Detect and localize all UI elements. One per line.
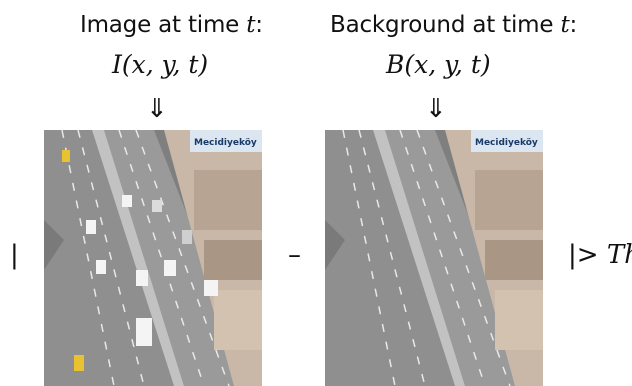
car-marker bbox=[152, 200, 162, 212]
traffic-image-frame: Mecidiyeköy bbox=[44, 130, 262, 386]
image-caption-label: Image at time bbox=[80, 12, 247, 38]
car-marker bbox=[74, 355, 84, 371]
background-scene: Mecidiyeköy bbox=[325, 130, 543, 386]
abs-close-threshold: |> Th bbox=[568, 240, 632, 270]
background-caption-label: Background at time bbox=[330, 12, 561, 38]
scene-location-label: Mecidiyeköy bbox=[194, 138, 257, 148]
car-marker bbox=[182, 230, 192, 244]
image-caption-var: t bbox=[246, 12, 256, 38]
minus-sign: – bbox=[288, 240, 301, 270]
background-caption-colon: : bbox=[569, 12, 578, 38]
car-marker bbox=[86, 220, 96, 234]
car-marker bbox=[136, 318, 152, 346]
car-marker bbox=[204, 280, 218, 296]
threshold-label: Th bbox=[606, 240, 632, 270]
image-formula-fn: I bbox=[112, 50, 122, 79]
background-formula: B(x, y, t) bbox=[386, 50, 491, 79]
car-marker bbox=[62, 150, 70, 162]
car-marker bbox=[136, 270, 148, 286]
scene-location-label: Mecidiyeköy bbox=[475, 138, 538, 148]
image-formula: I(x, y, t) bbox=[112, 50, 208, 79]
abs-close-bar: |> bbox=[568, 240, 599, 270]
image-caption: Image at time t: bbox=[80, 12, 263, 38]
traffic-scene: Mecidiyeköy bbox=[44, 130, 262, 386]
car-marker bbox=[122, 195, 132, 207]
background-caption: Background at time t: bbox=[330, 12, 577, 38]
background-down-arrow: ⇓ bbox=[425, 94, 447, 124]
image-down-arrow: ⇓ bbox=[146, 94, 168, 124]
background-formula-fn: B bbox=[386, 50, 405, 79]
background-caption-var: t bbox=[560, 12, 570, 38]
image-formula-args: (x, y, t) bbox=[121, 50, 209, 79]
abs-open-bar: | bbox=[10, 240, 19, 270]
car-marker bbox=[96, 260, 106, 274]
image-caption-colon: : bbox=[255, 12, 263, 38]
car-marker bbox=[164, 260, 176, 276]
background-image-frame: Mecidiyeköy bbox=[325, 130, 543, 386]
background-formula-args: (x, y, t) bbox=[404, 50, 491, 79]
